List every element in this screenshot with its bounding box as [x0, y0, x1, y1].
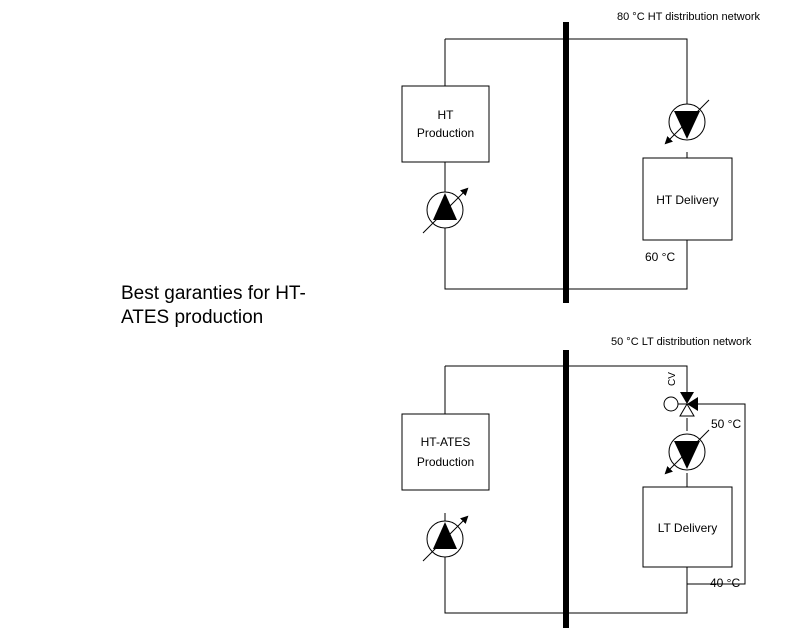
- valve-label: CV: [667, 372, 678, 386]
- caption-line-2: ATES production: [121, 307, 264, 328]
- bottom-production-pump-icon: [422, 515, 469, 562]
- bottom-production-box: [401, 413, 490, 491]
- bottom-supply-temp-label: 50 °C: [711, 417, 741, 431]
- top-delivery-box: [642, 157, 733, 241]
- top-production-label-2: Production: [417, 126, 474, 140]
- top-production-label-1: HT: [438, 108, 455, 122]
- caption-line-1: Best garanties for HT-: [121, 283, 306, 304]
- top-return-temp-label: 60 °C: [645, 250, 675, 264]
- top-delivery-label: HT Delivery: [656, 193, 718, 207]
- bottom-delivery-label: LT Delivery: [658, 521, 718, 535]
- bottom-network-label: 50 °C LT distribution network: [611, 336, 752, 348]
- bottom-delivery-pump-icon: [664, 429, 710, 475]
- bottom-production-label-1: HT-ATES: [421, 435, 471, 449]
- top-delivery-pump-icon: [664, 99, 710, 145]
- top-production-box: [401, 85, 490, 163]
- top-network-label: 80 °C HT distribution network: [617, 11, 760, 23]
- bottom-circuit: 50 °C LT distribution network HT-ATES Pr…: [401, 336, 752, 614]
- top-production-pump-icon: [422, 187, 469, 234]
- diagram-caption: Best garanties for HT- ATES production: [121, 282, 306, 330]
- bottom-delivery-box: [642, 486, 733, 568]
- bottom-return-temp-label: 40 °C: [710, 576, 740, 590]
- bottom-bypass-pipe: [687, 403, 746, 585]
- top-circuit: 80 °C HT distribution network HT Product…: [401, 11, 760, 290]
- three-way-valve-icon: [663, 392, 698, 417]
- bottom-production-label-2: Production: [417, 455, 474, 469]
